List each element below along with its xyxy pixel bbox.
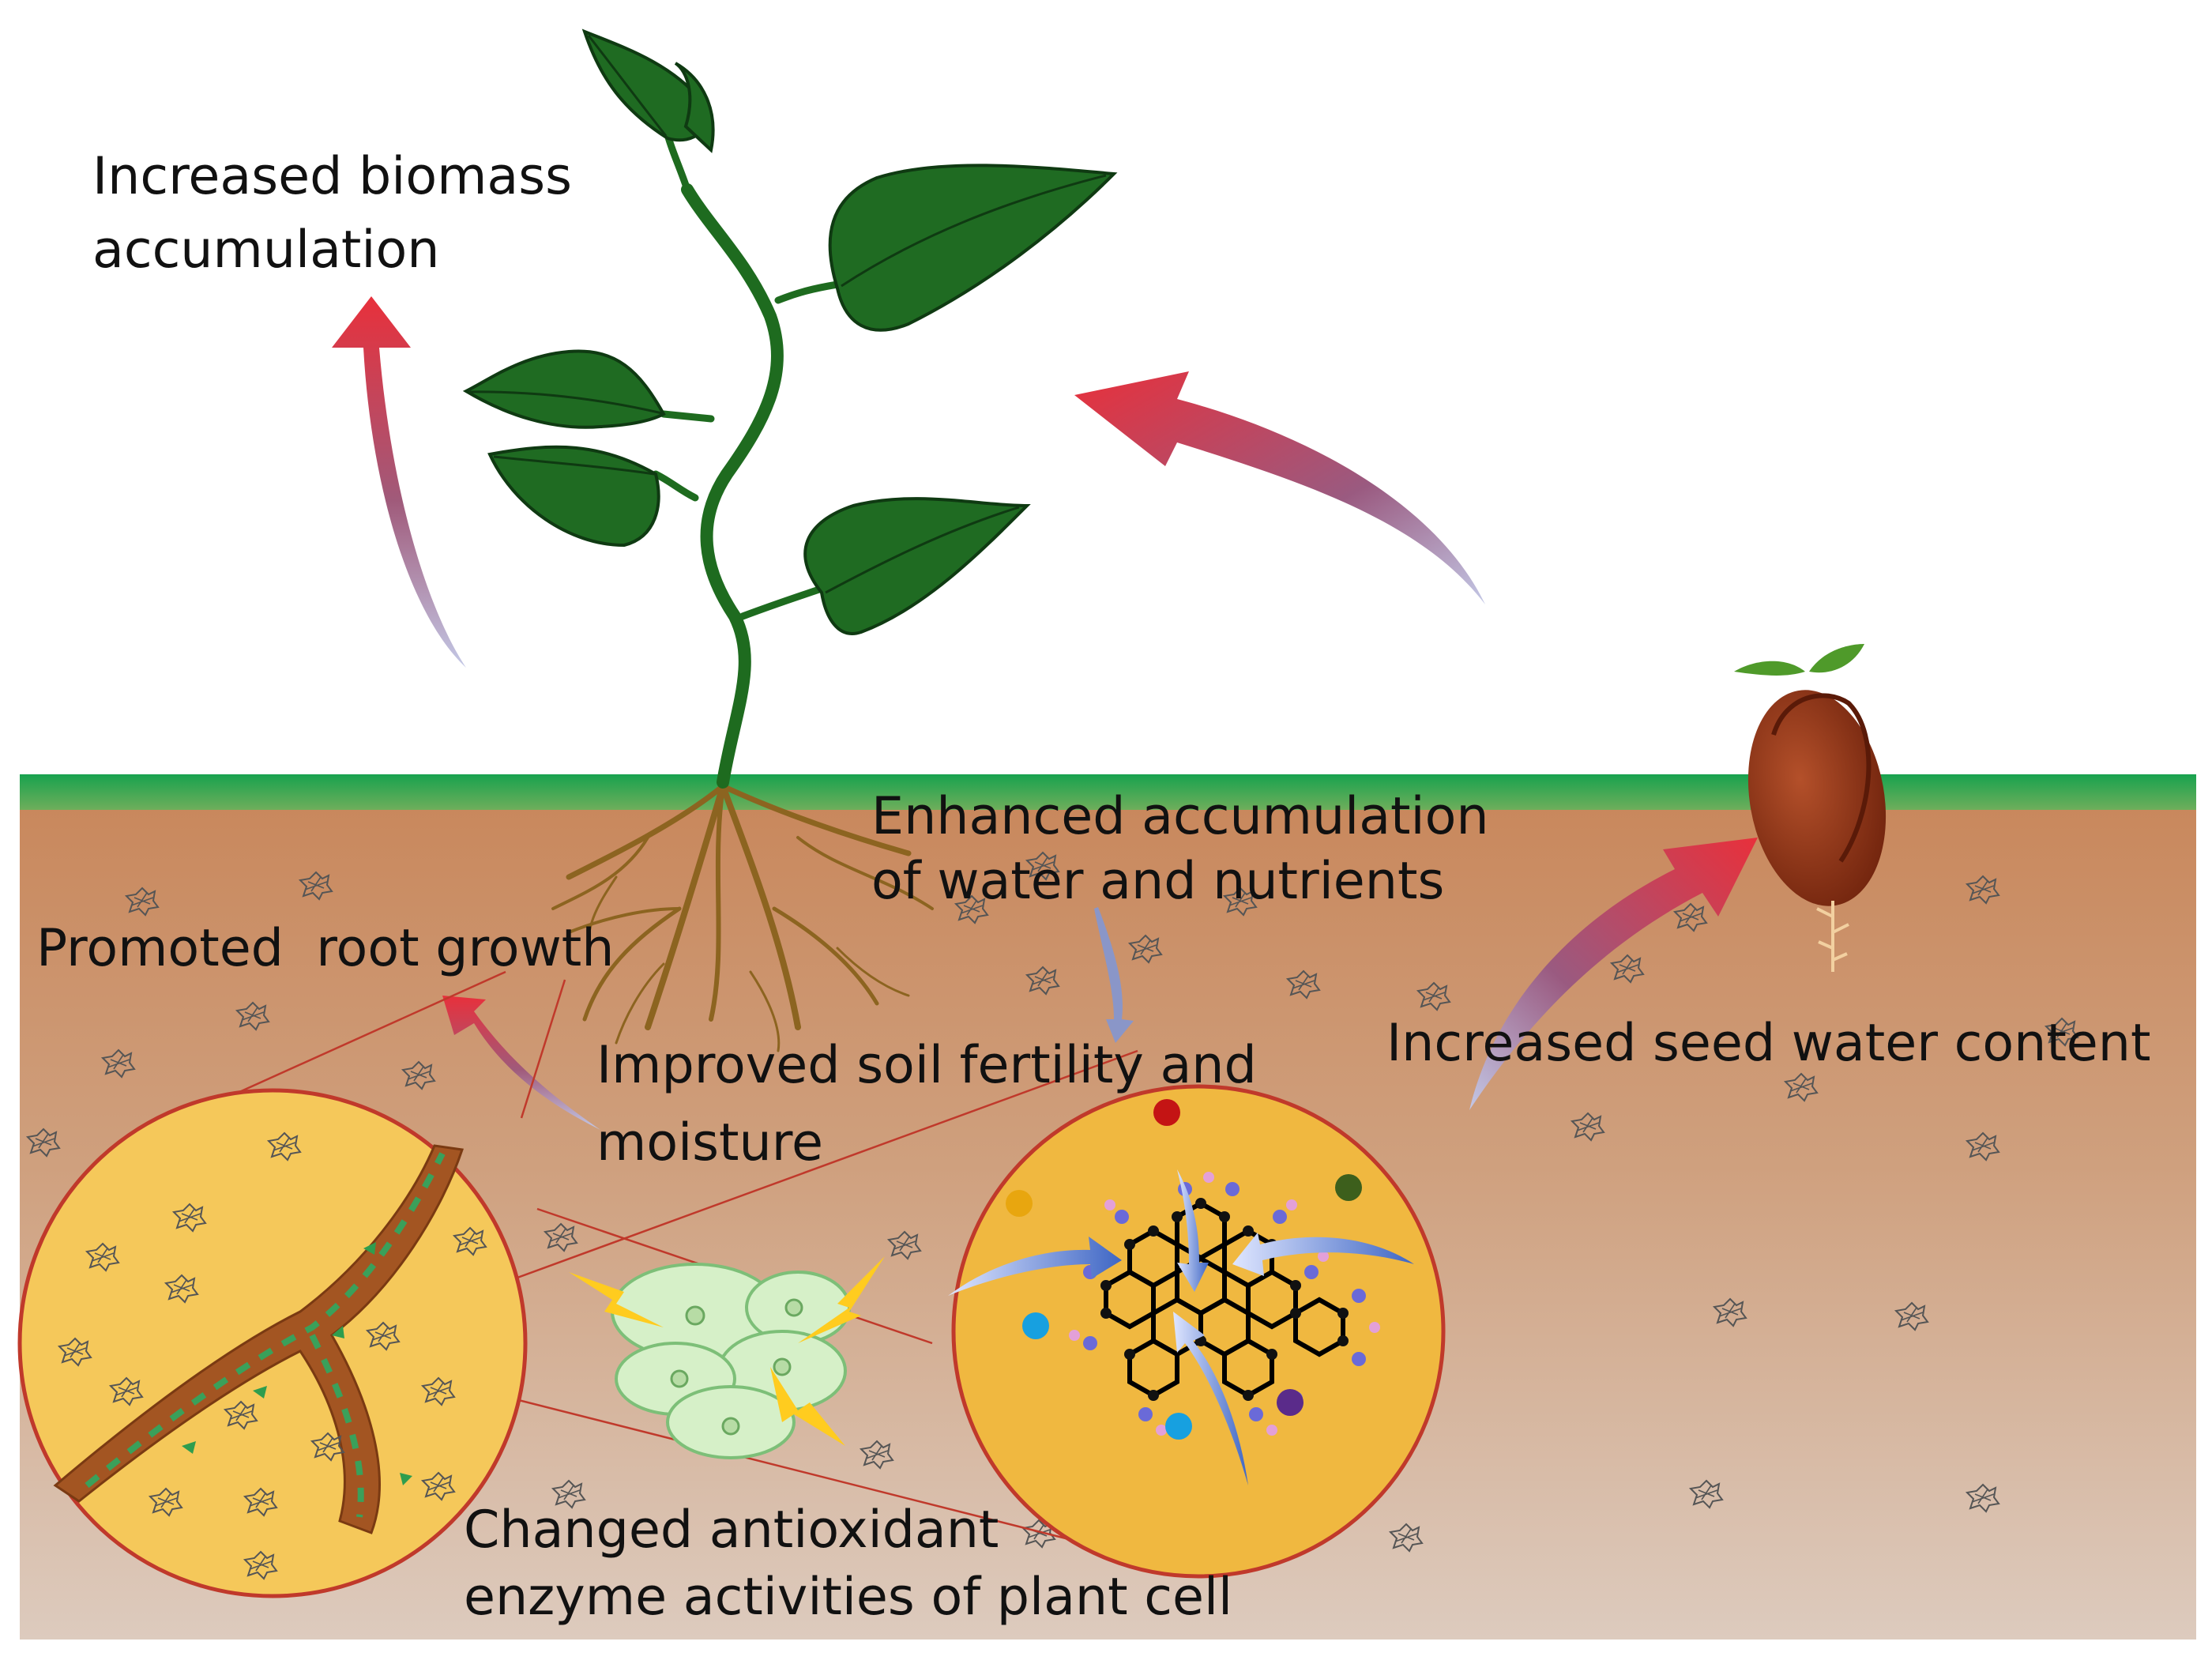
leaf — [674, 62, 715, 153]
arrow-seed-to-plant — [1074, 371, 1485, 604]
ion-dot — [1335, 1174, 1362, 1201]
lightning-icons — [569, 1256, 885, 1446]
label-biomass-line2: accumulation — [92, 220, 439, 280]
sprouting-seed-icon — [1734, 644, 1887, 972]
blue-flow-arrows — [948, 1169, 1414, 1485]
label-biomass-line1: Increased biomass — [92, 147, 572, 206]
molecule-zoom-circle — [948, 1084, 1446, 1579]
leaf — [487, 445, 660, 548]
ion-dot — [1165, 1413, 1192, 1440]
plant-roots — [551, 783, 934, 1052]
leaf — [462, 349, 666, 429]
label-soil-line1: Improved soil fertility and — [596, 1036, 1257, 1095]
root-zoom-circle — [17, 1088, 528, 1598]
leaf — [803, 497, 1031, 635]
leaf-veins — [469, 35, 1107, 594]
leaf — [828, 164, 1118, 332]
label-seed-water: Increased seed water content — [1386, 1014, 2150, 1073]
ion-dot — [1022, 1312, 1049, 1339]
label-enzyme-line2: enzyme activities of plant cell — [464, 1568, 1232, 1627]
ion-dot — [1006, 1190, 1033, 1217]
label-water-line2: of water and nutrients — [871, 852, 1444, 911]
arrow-water-down — [1094, 907, 1134, 1043]
label-water-line1: Enhanced accumulation — [871, 787, 1489, 846]
plant-cell-cluster-icon — [611, 1263, 851, 1459]
plant-stem — [681, 183, 784, 789]
arrow-root-growth — [442, 996, 600, 1130]
plant-leaves — [462, 28, 1118, 635]
label-enzyme-line1: Changed antioxidant — [464, 1500, 999, 1560]
arrow-seed-water — [1469, 838, 1758, 1110]
ion-dot — [1277, 1389, 1304, 1416]
ion-dot — [1153, 1099, 1180, 1126]
arrow-biomass — [332, 296, 466, 668]
label-root-growth: Promoted root growth — [36, 919, 614, 978]
label-soil-line2: moisture — [596, 1113, 823, 1173]
